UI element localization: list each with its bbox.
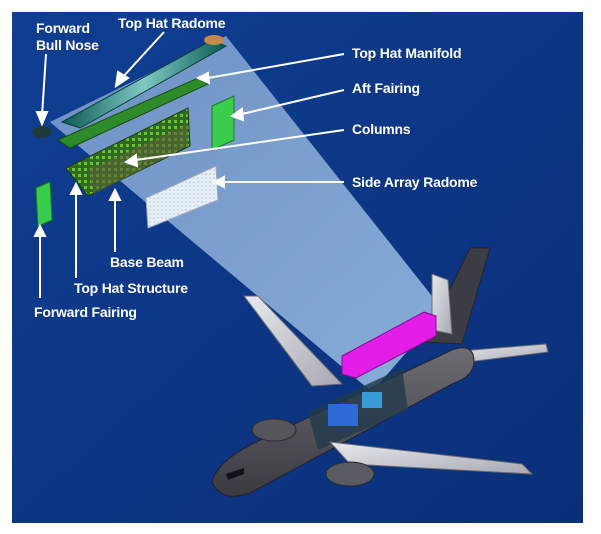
leader-lines — [33, 31, 345, 298]
aircraft-cutaway-console — [362, 392, 382, 408]
arrow-aft-fairing — [229, 107, 245, 122]
aircraft-lower-wing — [328, 441, 534, 475]
diagram-svg — [12, 12, 583, 523]
aircraft-icon — [211, 247, 549, 497]
leader-columns — [135, 129, 345, 161]
aircraft-engine-upper — [251, 418, 297, 442]
aircraft-stabilizer-upper — [431, 273, 453, 335]
forward-fairing-shape — [35, 181, 53, 227]
label-forward-bull-nose-line2: Bull Nose — [36, 37, 99, 53]
arrow-top-hat-structure — [69, 181, 83, 195]
leader-aft-fairing — [241, 89, 345, 115]
arrow-columns — [123, 153, 139, 168]
aircraft-radome — [341, 311, 437, 379]
aircraft-cutaway-equipment — [328, 404, 358, 426]
aircraft-engine-lower — [325, 461, 375, 487]
diagram-canvas: Forward Bull Nose Top Hat Radome Top Hat… — [12, 12, 583, 523]
arrow-top-hat-manifold — [195, 71, 211, 85]
label-forward-bull-nose-line1: Forward — [36, 20, 90, 36]
leader-forward-bull-nose — [41, 53, 47, 117]
arrow-top-hat-radome — [114, 70, 130, 89]
aircraft-cockpit-window — [226, 468, 244, 480]
label-top-hat-radome: Top Hat Radome — [118, 15, 226, 31]
label-top-hat-manifold: Top Hat Manifold — [352, 45, 462, 61]
side-array-radome-shape — [145, 165, 219, 229]
leader-top-hat-radome — [121, 31, 165, 79]
arrow-base-beam — [108, 187, 122, 201]
projection-beam — [50, 36, 443, 392]
radome-aft-cap-shape — [204, 35, 224, 45]
label-forward-fairing: Forward Fairing — [34, 304, 137, 320]
aft-fairing-shape — [211, 95, 235, 151]
label-side-array-radome: Side Array Radome — [352, 174, 478, 190]
label-aft-fairing: Aft Fairing — [352, 80, 420, 96]
leader-top-hat-manifold — [207, 53, 345, 79]
top-hat-manifold-shape — [56, 77, 210, 149]
arrow-side-array-radome — [211, 175, 225, 189]
forward-bull-nose-shape — [32, 126, 52, 138]
arrow-forward-fairing — [33, 223, 47, 237]
arrow-forward-bull-nose — [35, 111, 49, 127]
aircraft-upper-wing — [242, 295, 344, 387]
label-top-hat-structure: Top Hat Structure — [74, 280, 188, 296]
label-columns: Columns — [352, 121, 411, 137]
top-hat-radome-shape — [60, 39, 228, 129]
label-base-beam: Base Beam — [110, 254, 184, 270]
